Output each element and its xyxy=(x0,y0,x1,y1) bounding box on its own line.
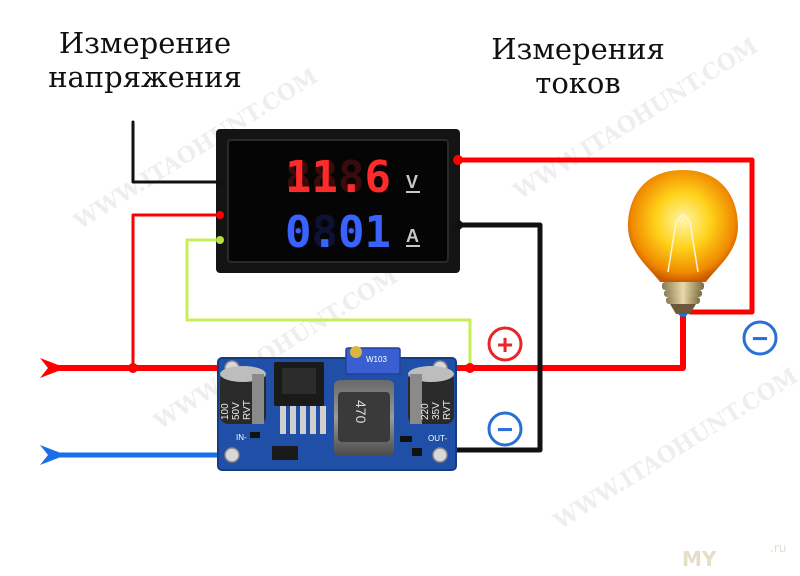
pin-in-minus: IN- xyxy=(236,433,247,442)
regulator-ic xyxy=(274,362,326,434)
corner-watermark: MY .ru xyxy=(682,541,786,571)
meter-terminal-positive xyxy=(453,155,463,165)
current-unit: A xyxy=(406,226,419,246)
dc-dc-converter-board: 100 50V RVT W103 470 xyxy=(217,346,457,471)
diode xyxy=(272,446,298,460)
cap-left-line3: RVT xyxy=(242,400,253,420)
corner-watermark-text: MY xyxy=(682,547,717,571)
watermark-text: WWW.ITAOHUNT.COM xyxy=(509,33,763,205)
meter-terminal-shunt xyxy=(216,236,224,244)
meter-terminal-negative xyxy=(453,220,463,230)
junction-dot xyxy=(465,363,475,373)
plus-marker-icon: + xyxy=(487,326,523,362)
light-bulb-icon xyxy=(628,170,738,314)
plus-marker-text: + xyxy=(497,329,513,360)
current-measurement-label: Измерения токов xyxy=(491,32,665,100)
voltage-unit: V xyxy=(406,172,418,192)
corner-watermark-suffix: .ru xyxy=(770,541,786,555)
cap-right-line3: RVT xyxy=(442,400,453,420)
potentiometer-marking: W103 xyxy=(366,355,387,364)
voltage-ghost-digits: 888 xyxy=(285,152,364,203)
meter-supply-wire xyxy=(131,213,224,370)
meter-to-bulb-wire xyxy=(455,157,755,315)
cap-right-line1: 220 xyxy=(420,403,431,420)
meter-terminal-supply xyxy=(216,211,224,219)
output-capacitor: 220 35V RVT xyxy=(408,366,454,424)
pin-out-minus: OUT- xyxy=(428,434,447,443)
input-capacitor: 100 50V RVT xyxy=(220,366,266,424)
input-negative-arrow-icon xyxy=(40,445,66,465)
bulb-minus-marker-text: − xyxy=(752,323,768,354)
current-ghost-digits: 888 xyxy=(285,207,364,258)
meter-terminal-sense xyxy=(216,178,224,186)
potentiometer: W103 xyxy=(345,346,401,375)
volt-amp-meter: 888 888 11.6 0.01 V A xyxy=(216,129,460,273)
cap-left-line2: 50V xyxy=(231,402,242,420)
current-reading: 0.01 xyxy=(285,207,391,258)
inductor-marking: 470 xyxy=(353,400,369,424)
junction-dot xyxy=(128,363,138,373)
watermark-text: WWW.ITAOHUNT.COM xyxy=(549,363,800,535)
output-positive-wire xyxy=(437,309,686,371)
voltage-measurement-label: Измерение напряжения xyxy=(48,26,242,94)
current-sense-wire xyxy=(185,238,472,370)
bulb-minus-marker-icon: − xyxy=(742,320,778,356)
input-positive-arrow-icon xyxy=(40,358,66,378)
inductor: 470 xyxy=(334,380,394,456)
cap-left-line1: 100 xyxy=(220,403,231,420)
negative-return-wire xyxy=(437,222,543,453)
cap-right-line2: 35V xyxy=(431,402,442,420)
minus-marker-icon: − xyxy=(487,411,523,447)
voltage-reading: 11.6 xyxy=(285,152,391,203)
minus-marker-text: − xyxy=(497,414,513,445)
voltage-sense-wire xyxy=(131,120,222,184)
